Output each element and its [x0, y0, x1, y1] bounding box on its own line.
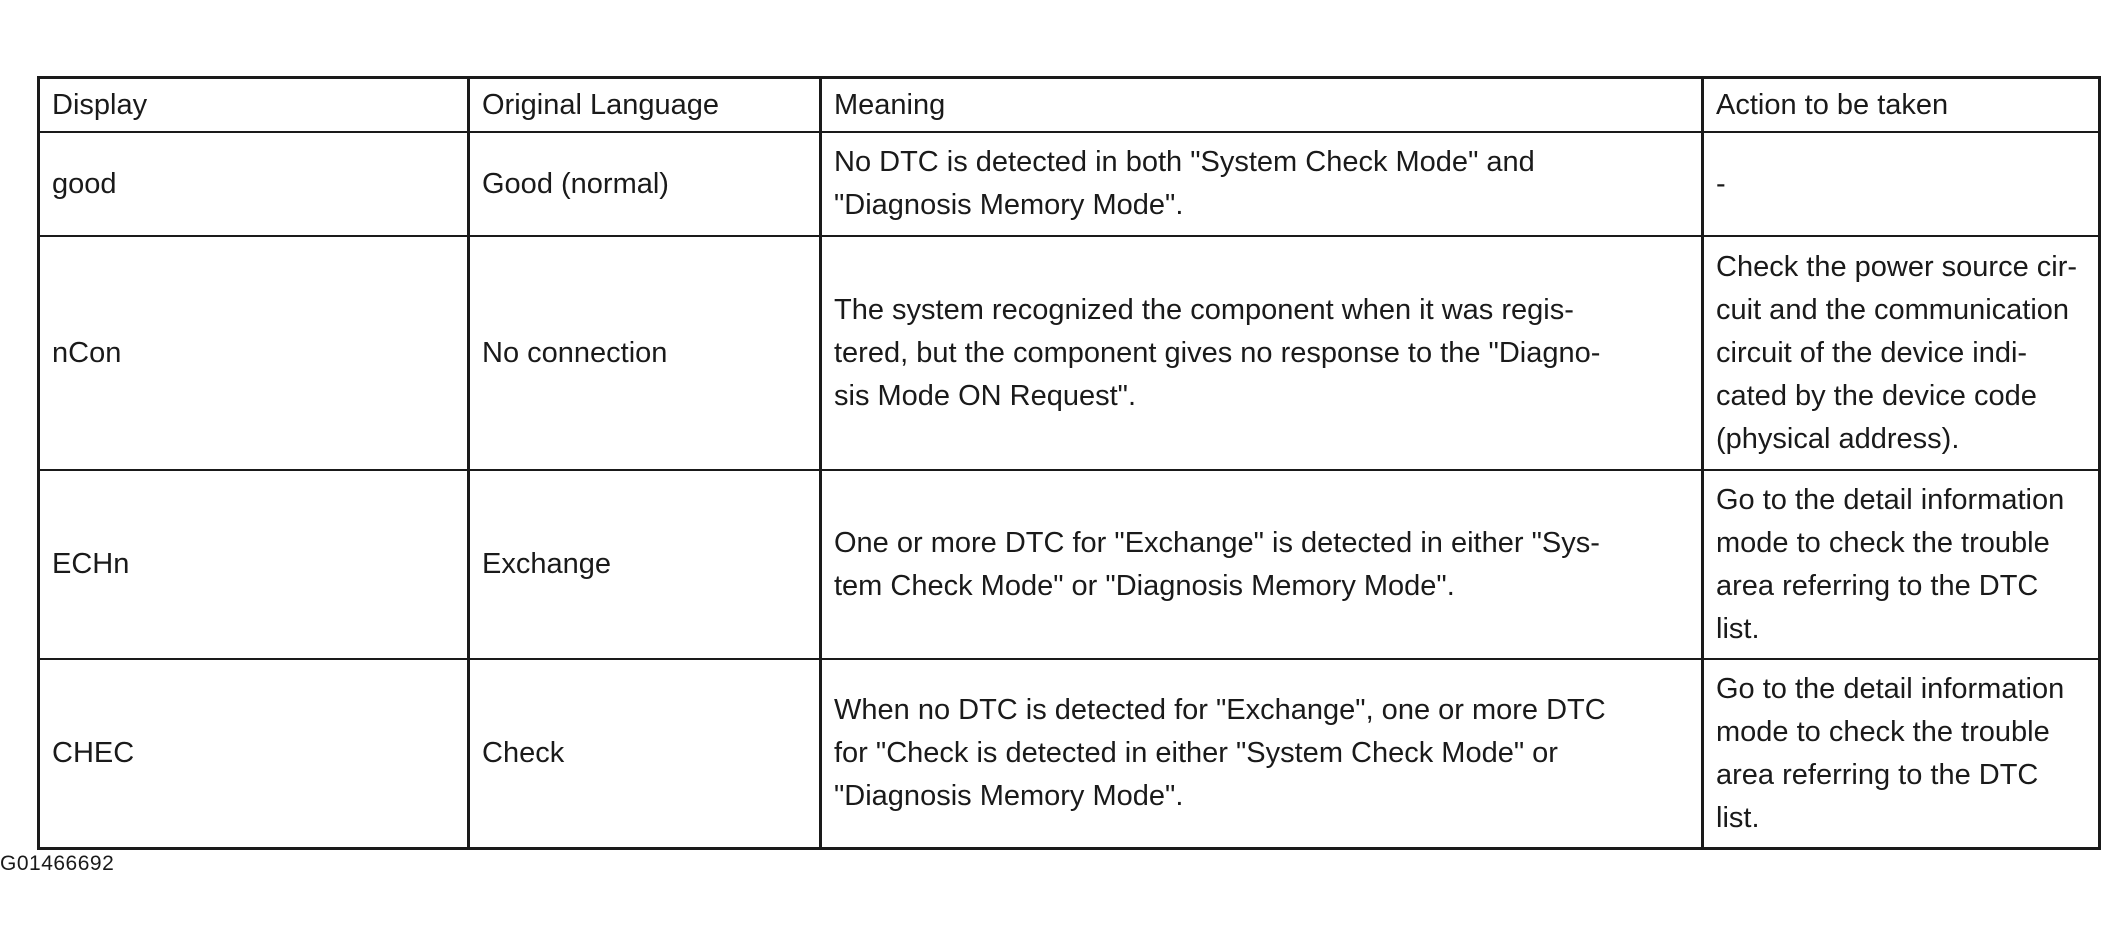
cell-meaning: When no DTC is detected for "Exchange", … [819, 658, 1704, 850]
cell-display: good [37, 131, 470, 237]
column-header-original-language: Original Language [467, 76, 822, 133]
cell-action: Go to the detail information mode to che… [1701, 658, 2101, 850]
table-row: nCon No connection The system recognized… [37, 235, 2101, 471]
cell-action: - [1701, 131, 2101, 237]
cell-display: nCon [37, 235, 470, 471]
cell-meaning: One or more DTC for "Exchange" is detect… [819, 469, 1704, 660]
table-row: good Good (normal) No DTC is detected in… [37, 131, 2101, 237]
column-header-meaning: Meaning [819, 76, 1704, 133]
cell-original-language: Good (normal) [467, 131, 822, 237]
figure-id: G01466692 [0, 852, 115, 875]
cell-meaning: The system recognized the component when… [819, 235, 1704, 471]
dtc-display-table: Display Original Language Meaning Action… [37, 76, 2101, 850]
cell-display: CHEC [37, 658, 470, 850]
cell-original-language: No connection [467, 235, 822, 471]
column-header-action: Action to be taken [1701, 76, 2101, 133]
cell-action: Go to the detail information mode to che… [1701, 469, 2101, 660]
cell-meaning: No DTC is detected in both "System Check… [819, 131, 1704, 237]
table-header-row: Display Original Language Meaning Action… [37, 76, 2101, 133]
cell-display: ECHn [37, 469, 470, 660]
table-row: ECHn Exchange One or more DTC for "Excha… [37, 469, 2101, 660]
cell-action: Check the power source cir- cuit and the… [1701, 235, 2101, 471]
column-header-display: Display [37, 76, 470, 133]
cell-original-language: Check [467, 658, 822, 850]
cell-original-language: Exchange [467, 469, 822, 660]
table-row: CHEC Check When no DTC is detected for "… [37, 658, 2101, 850]
